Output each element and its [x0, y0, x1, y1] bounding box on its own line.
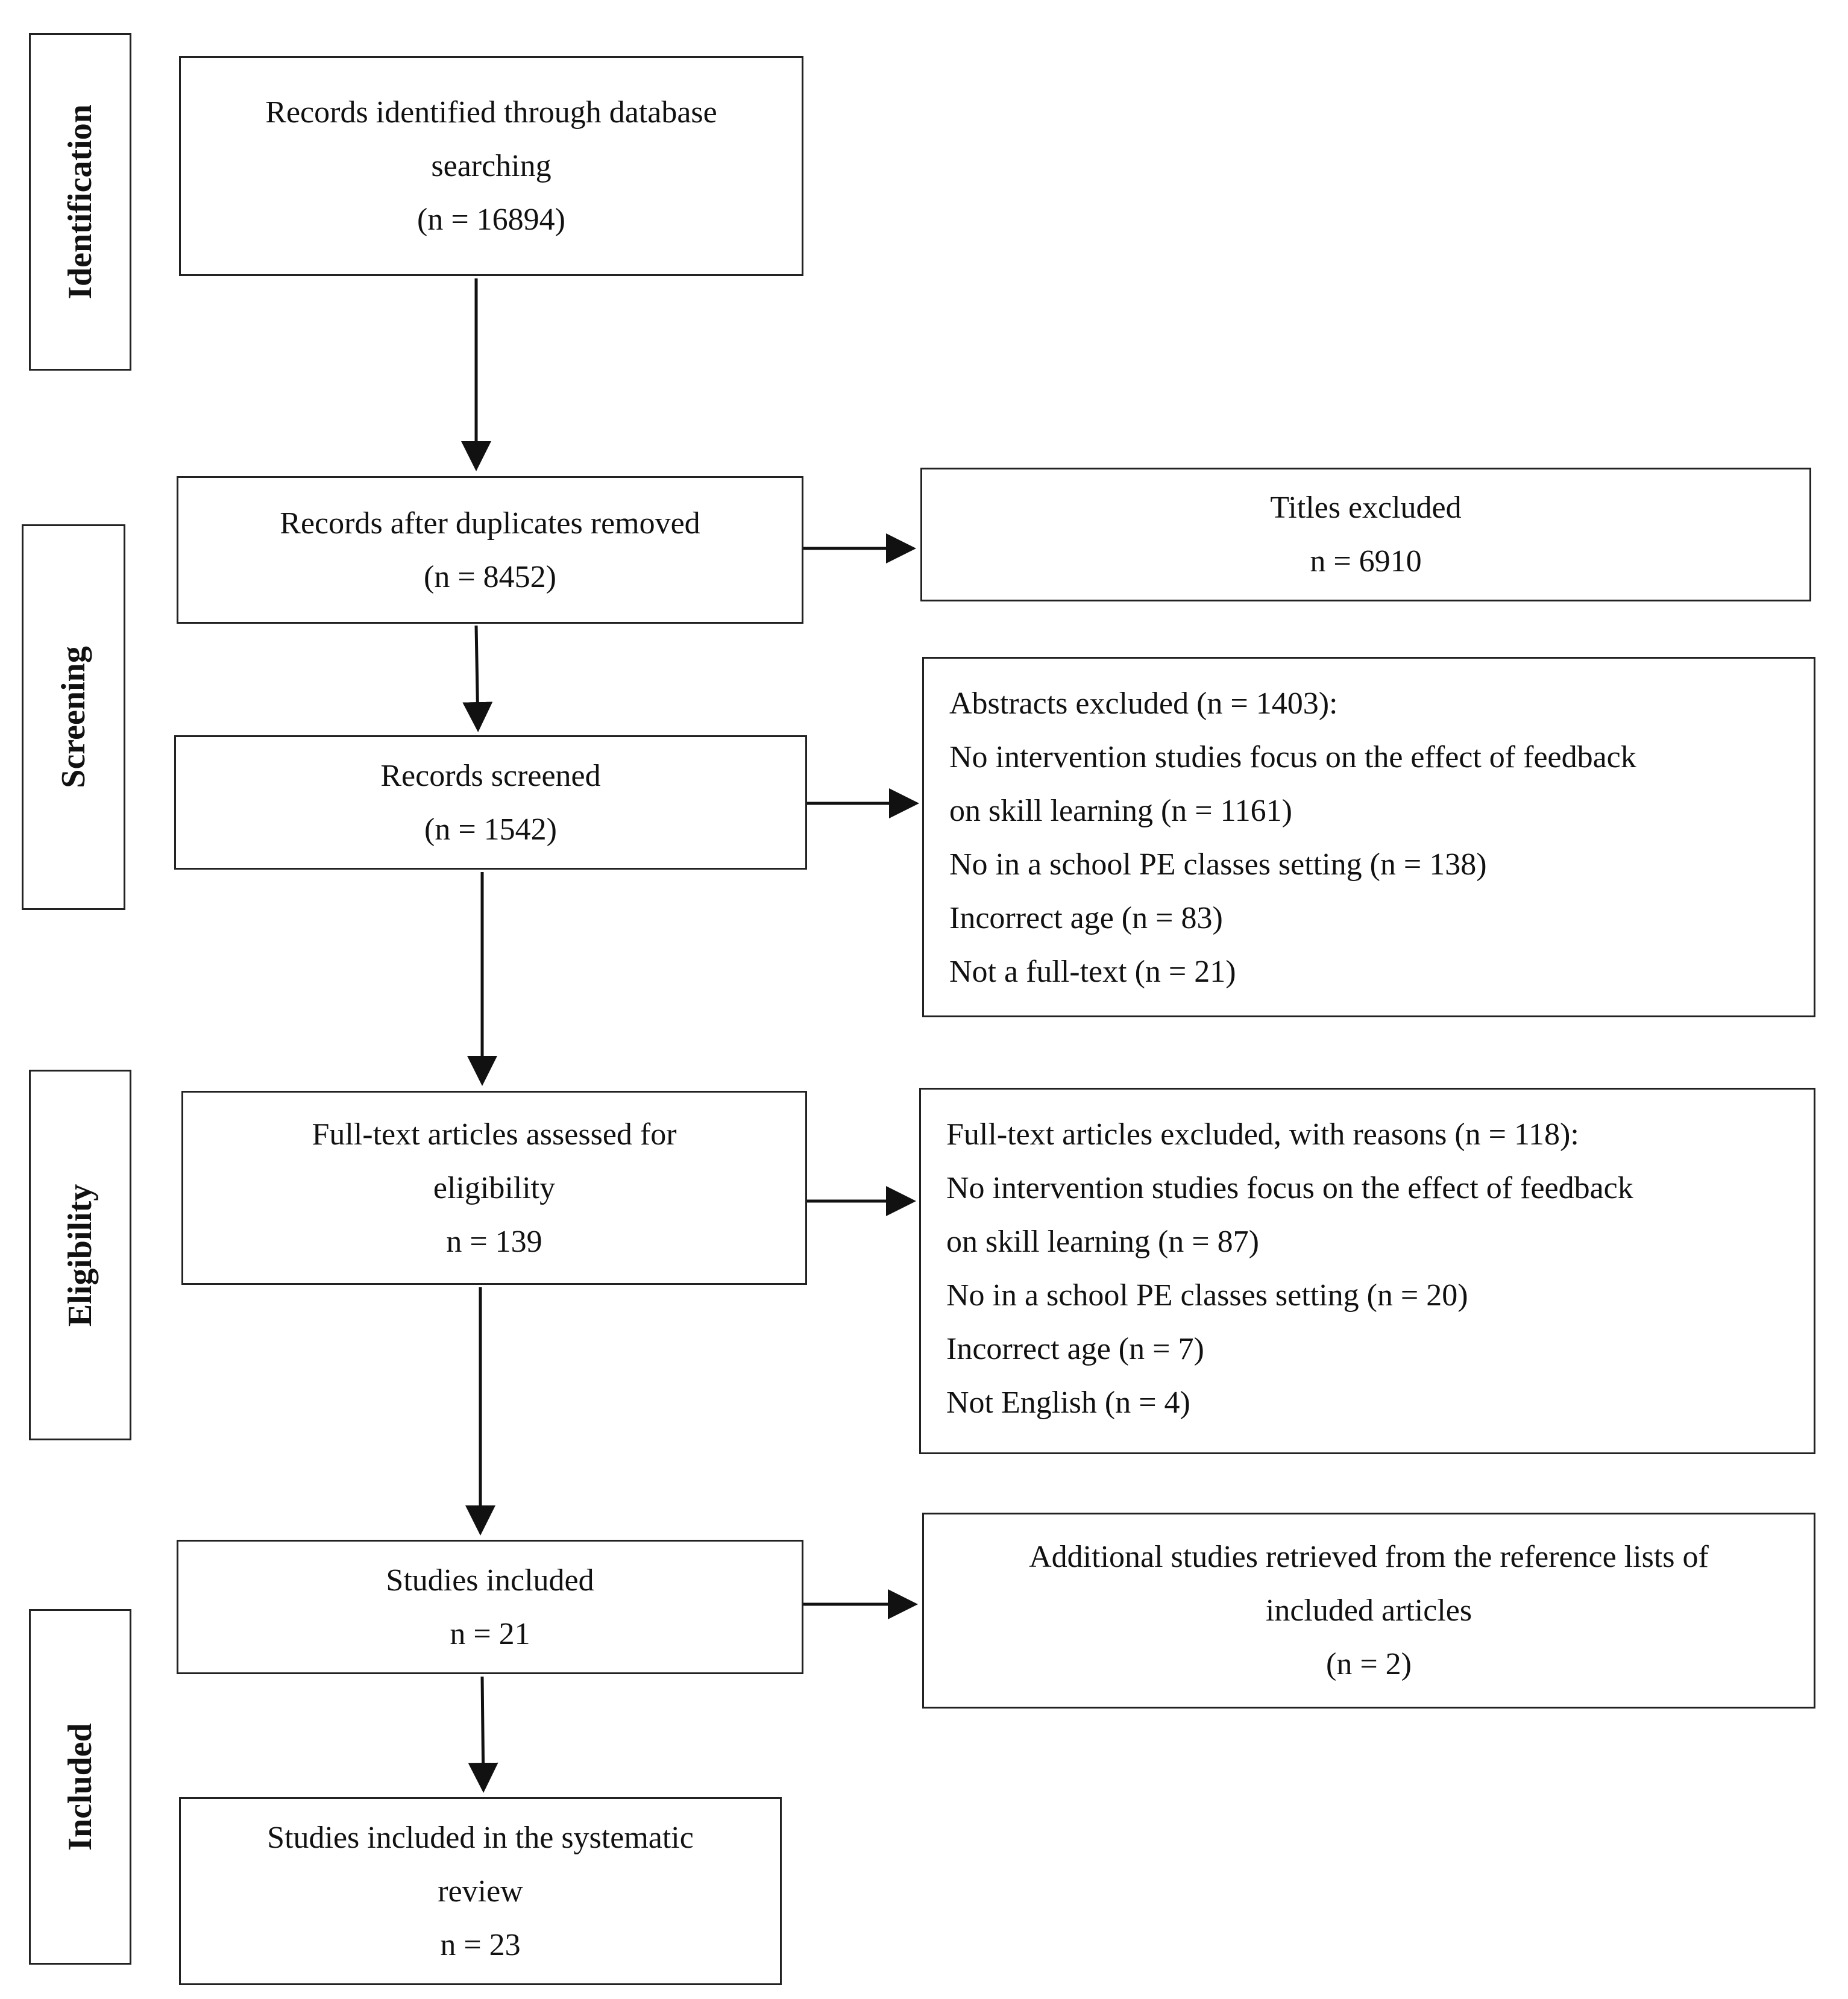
- records-identified-line-1: Records identified through database: [265, 95, 717, 130]
- abstracts-excluded-line-1: Abstracts excluded (n = 1403):: [949, 686, 1338, 721]
- stage-screening: Screening: [22, 524, 125, 910]
- records-dedup-count: (n = 8452): [424, 559, 556, 594]
- studies-included-line-1: Studies included: [386, 1563, 594, 1598]
- arrow-included-to-final: [468, 1676, 498, 1793]
- final-included-count: n = 23: [440, 1927, 521, 1962]
- records-screened-line-1: Records screened: [380, 758, 601, 793]
- fulltext-excluded-line-4: No in a school PE classes setting (n = 2…: [946, 1278, 1468, 1313]
- records-screened-box: Records screened (n = 1542): [174, 735, 807, 870]
- studies-included-box: Studies included n = 21: [177, 1540, 803, 1674]
- abstracts-excluded-box: Abstracts excluded (n = 1403): No interv…: [922, 657, 1815, 1017]
- records-screened-count: (n = 1542): [424, 812, 557, 847]
- stage-included: Included: [29, 1609, 131, 1965]
- stage-eligibility: Eligibility: [29, 1070, 131, 1440]
- final-included-line-2: review: [438, 1874, 523, 1909]
- fulltext-assessed-box: Full-text articles assessed for eligibil…: [181, 1091, 807, 1285]
- fulltext-excluded-line-1: Full-text articles excluded, with reason…: [946, 1117, 1579, 1152]
- fulltext-excluded-box: Full-text articles excluded, with reason…: [919, 1088, 1815, 1454]
- fulltext-excluded-line-2: No intervention studies focus on the eff…: [946, 1171, 1633, 1205]
- fulltext-assessed-line-2: eligibility: [433, 1170, 556, 1205]
- additional-studies-count: (n = 2): [1326, 1647, 1412, 1681]
- final-included-box: Studies included in the systematic revie…: [179, 1797, 782, 1985]
- titles-excluded-line-1: Titles excluded: [1270, 491, 1462, 525]
- titles-excluded-box: Titles excluded n = 6910: [920, 468, 1811, 601]
- fulltext-assessed-count: n = 139: [446, 1224, 542, 1259]
- fulltext-excluded-line-3: on skill learning (n = 87): [946, 1225, 1259, 1259]
- additional-studies-line-1: Additional studies retrieved from the re…: [1029, 1540, 1709, 1574]
- final-included-line-1: Studies included in the systematic: [267, 1820, 694, 1855]
- records-identified-box: Records identified through database sear…: [179, 56, 803, 276]
- fulltext-assessed-line-1: Full-text articles assessed for: [312, 1117, 677, 1152]
- abstracts-excluded-line-6: Not a full-text (n = 21): [949, 955, 1236, 989]
- fulltext-excluded-line-5: Incorrect age (n = 7): [946, 1332, 1204, 1366]
- abstracts-excluded-line-2: No intervention studies focus on the eff…: [949, 740, 1636, 774]
- records-dedup-line-1: Records after duplicates removed: [280, 506, 700, 541]
- arrow-dedup-to-screened: [462, 625, 493, 732]
- records-identified-count: (n = 16894): [417, 202, 565, 237]
- additional-studies-box: Additional studies retrieved from the re…: [922, 1513, 1815, 1709]
- records-dedup-box: Records after duplicates removed (n = 84…: [177, 476, 803, 624]
- studies-included-count: n = 21: [450, 1616, 530, 1651]
- fulltext-excluded-line-6: Not English (n = 4): [946, 1385, 1190, 1420]
- abstracts-excluded-line-5: Incorrect age (n = 83): [949, 901, 1223, 935]
- stage-identification: Identification: [29, 33, 131, 371]
- abstracts-excluded-line-4: No in a school PE classes setting (n = 1…: [949, 847, 1487, 882]
- records-identified-line-2: searching: [431, 149, 552, 183]
- titles-excluded-count: n = 6910: [1310, 544, 1422, 579]
- additional-studies-line-2: included articles: [1265, 1593, 1472, 1628]
- abstracts-excluded-line-3: on skill learning (n = 1161): [949, 794, 1292, 828]
